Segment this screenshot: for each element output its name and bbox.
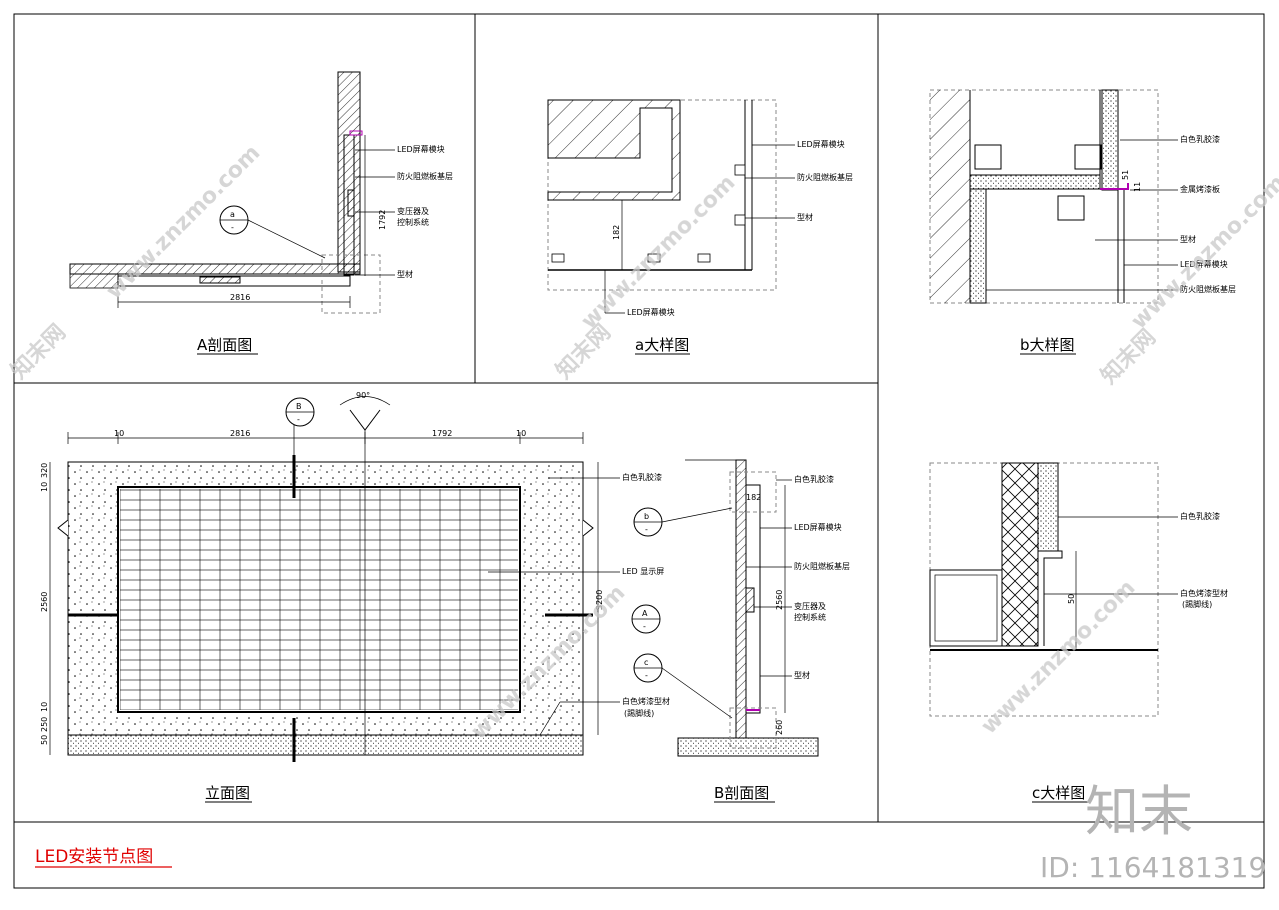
panel-a-section: 2816 1792 a - LED屏幕模块 防火阻燃板基层 变压器及 控制系统 … <box>69 71 453 355</box>
a-section-dim-height: 1792 <box>378 210 387 230</box>
elevation-dim-left-2: 2560 <box>40 592 49 612</box>
a-detail-label-board: 防火阻燃板基层 <box>797 172 853 182</box>
a-detail-label-led-bottom: LED屏幕模块 <box>627 307 675 317</box>
panel-elevation: 10 2816 1792 10 10 320 2560 10 250 50 32… <box>40 391 670 803</box>
a-section-title: A剖面图 <box>197 336 252 354</box>
watermark-brand-2: 知末网 <box>551 319 616 384</box>
elevation-dim-top-1: 2816 <box>230 429 250 438</box>
b-section-dim-3: 260 <box>775 720 784 735</box>
panel-a-detail: 182 LED屏幕模块 防火阻燃板基层 型材 LED屏幕模块 a大样图 <box>547 99 853 355</box>
watermark-site-3: www.znzmo.com <box>1127 170 1279 334</box>
a-detail-dim-depth: 182 <box>612 225 621 240</box>
a-section-label-transformer: 变压器及 <box>397 206 429 216</box>
a-section-label-control: 控制系统 <box>397 217 429 227</box>
b-detail-dim-2: 51 <box>1121 170 1130 180</box>
a-section-dim-width: 2816 <box>230 293 250 302</box>
c-detail-label-paint: 白色乳胶漆 <box>1180 511 1220 521</box>
elevation-dim-left-4: 250 <box>40 717 49 732</box>
elevation-label-skirting-note: (踢脚线) <box>624 708 654 718</box>
b-section-callout-b-sub: - <box>645 525 648 534</box>
elevation-title: 立面图 <box>205 784 250 802</box>
elevation-label-led: LED 显示屏 <box>622 567 664 576</box>
elevation-angle: 90° <box>356 391 370 400</box>
panel-b-detail: 11 51 白色乳胶漆 金属烤漆板 型材 LED屏幕模块 防火阻燃板基层 b大样… <box>929 89 1236 355</box>
b-section-label-board: 防火阻燃板基层 <box>794 561 850 571</box>
b-detail-label-metal: 金属烤漆板 <box>1180 184 1220 194</box>
b-section-label-paint: 白色乳胶漆 <box>794 474 834 484</box>
elevation-callout-b-letter: B <box>296 402 302 411</box>
b-detail-dim-1: 11 <box>1133 182 1142 192</box>
elevation-dim-top-0: 10 <box>114 429 124 438</box>
elevation-dim-left-1: 320 <box>40 463 49 478</box>
watermark-brand-3: 知末网 <box>1096 324 1161 389</box>
b-section-dim-1: 182 <box>746 493 761 502</box>
sheet-title: LED安装节点图 <box>35 847 153 867</box>
b-section-dim-2: 2560 <box>775 590 784 610</box>
elevation-label-paint: 白色乳胶漆 <box>622 472 662 482</box>
b-section-callout-b-letter: b <box>644 512 649 521</box>
a-detail-label-profile: 型材 <box>797 212 813 222</box>
a-detail-title: a大样图 <box>635 336 689 354</box>
c-detail-label-skirting: 白色烤漆型材 <box>1180 588 1228 598</box>
watermark-site-5: www.znzmo.com <box>977 575 1141 739</box>
panel-c-detail: 50 白色乳胶漆 白色烤漆型材 (踢脚线) c大样图 <box>929 462 1228 803</box>
a-section-label-board: 防火阻燃板基层 <box>397 171 453 181</box>
b-section-title: B剖面图 <box>714 784 769 802</box>
a-section-label-led: LED屏幕模块 <box>397 144 445 154</box>
elevation-dim-right: 3200 <box>595 590 604 610</box>
elevation-dim-top-3: 10 <box>516 429 526 438</box>
b-section-callout-c-letter: c <box>644 658 648 667</box>
b-section-label-profile: 型材 <box>794 670 810 680</box>
elevation-dim-top-2: 1792 <box>432 429 452 438</box>
b-section-label-led: LED屏幕模块 <box>794 522 842 532</box>
watermark-brand-1: 知末网 <box>6 319 71 384</box>
c-detail-title: c大样图 <box>1032 784 1085 802</box>
a-section-label-profile: 型材 <box>397 269 413 279</box>
b-detail-label-board: 防火阻燃板基层 <box>1180 284 1236 294</box>
watermark-logo: 知末 <box>1085 780 1193 843</box>
c-detail-label-skirting-note: (踢脚线) <box>1182 599 1212 609</box>
b-section-label-transformer: 变压器及 <box>794 601 826 611</box>
b-detail-label-profile: 型材 <box>1180 234 1196 244</box>
b-detail-label-paint: 白色乳胶漆 <box>1180 134 1220 144</box>
elevation-callout-b-sub: - <box>297 415 300 424</box>
elevation-callout-a-letter: A <box>642 609 648 618</box>
b-section-callout-c-sub: - <box>645 671 648 680</box>
watermark-id: ID: 1164181319 <box>1040 851 1266 884</box>
elevation-callout-a-sub: - <box>643 622 646 631</box>
a-detail-label-led: LED屏幕模块 <box>797 139 845 149</box>
b-detail-title: b大样图 <box>1020 336 1075 354</box>
b-detail-label-led: LED屏幕模块 <box>1180 259 1228 269</box>
b-section-label-control: 控制系统 <box>794 612 826 622</box>
a-section-callout-letter: a <box>230 210 235 219</box>
c-detail-dim-1: 50 <box>1067 594 1076 604</box>
elevation-label-skirting: 白色烤漆型材 <box>622 696 670 706</box>
elevation-dim-left-3: 10 <box>40 702 49 712</box>
elevation-dim-left-0: 10 <box>40 482 49 492</box>
sheet-frames <box>13 13 1265 889</box>
a-section-callout-sub: - <box>231 223 234 232</box>
elevation-dim-left-5: 50 <box>40 735 49 745</box>
panel-b-section: 182 2560 260 b - c - 白色乳胶漆 LED屏幕模块 防火阻燃板… <box>633 459 850 803</box>
